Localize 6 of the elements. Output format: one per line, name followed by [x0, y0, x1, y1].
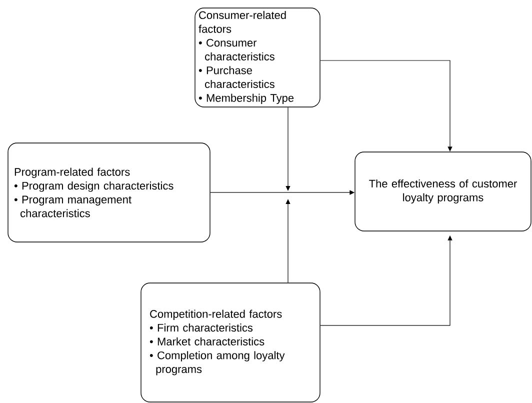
factor-box: Competition-related factors • Firm characteristics • Market characteristics • Completion among loyalty programs [140, 282, 320, 402]
arrow [286, 199, 290, 283]
outcome-box: The effectiveness of customer loyalty programs [354, 152, 532, 232]
arrow [286, 107, 290, 191]
factor-box: Program-related factors • Program design characteristics • Program management characteristics [8, 142, 210, 242]
factor-box: Consumer-related factors • Consumer characteristics • Purchase characteristics • Membership Type [194, 8, 320, 108]
